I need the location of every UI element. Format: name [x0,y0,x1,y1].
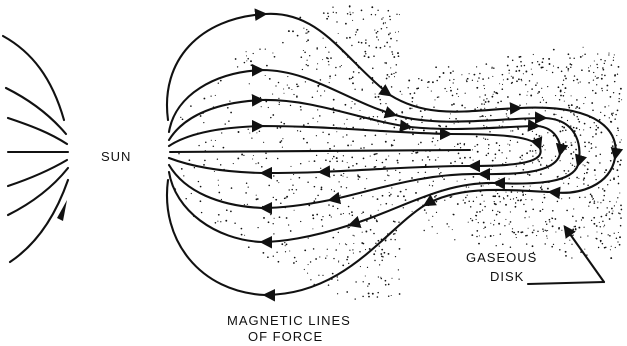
field-line [169,100,560,208]
sun-label: SUN [101,149,131,164]
field-line-outer [167,14,616,295]
field-line-inner [169,126,541,173]
field-line-axis [170,150,470,152]
field-line [169,70,579,242]
left-field-line [8,118,67,144]
right-field-lines [167,14,616,295]
left-field-line [8,160,67,186]
left-field-lines [3,36,68,262]
left-field-line [6,88,66,134]
left-field-line [3,36,64,120]
magnetic-lines-label-line1: MAGNETIC LINES [227,313,351,328]
pointer-leader [565,227,604,282]
gaseous-disk-label-line1: GASEOUS [466,250,537,265]
gaseous-disk-label-line2: DISK [490,269,524,284]
left-field-line [10,180,68,262]
pointer-underline [528,282,604,284]
magnetic-lines-label-line2: OF FORCE [248,329,323,344]
